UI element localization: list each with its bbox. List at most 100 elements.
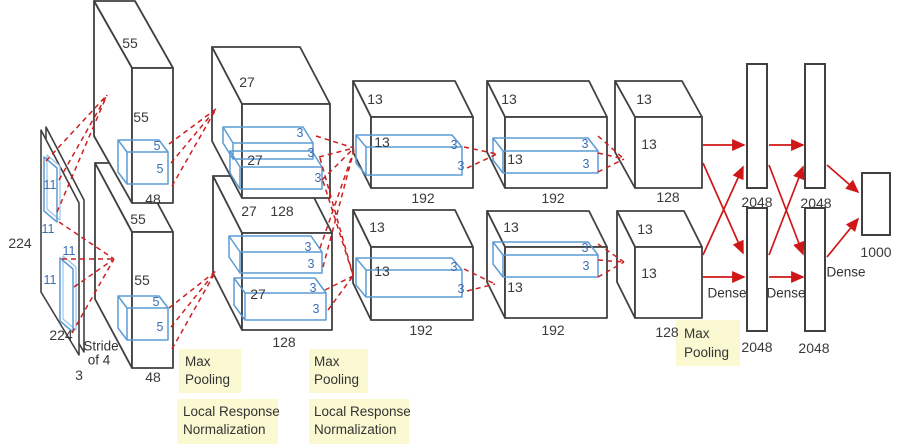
conv1-top-front-label: 55: [133, 109, 149, 125]
conv4-bottom-kernel-label-2: 3: [583, 259, 590, 273]
conv3-top-depth-label: 192: [411, 190, 435, 206]
conv4-top-kernel-box: [492, 137, 599, 174]
stride-label-line2: of 4: [88, 353, 111, 368]
conv5-bottom-front-face: [634, 246, 703, 319]
conv1-top-kernel-label-1: 5: [154, 139, 161, 153]
conv3-top-kernel-box: [355, 134, 463, 176]
conv3-bottom-depth-label: 192: [409, 322, 433, 338]
input-depth-label: 3: [75, 367, 83, 383]
fc7-bottom-label: 2048: [798, 340, 829, 356]
conv2-bottom-kernel-box-2: [233, 277, 327, 321]
max-pooling-2-line2: Pooling: [314, 372, 359, 387]
kernel-patch-bottom-echo: [62, 255, 77, 331]
max-pooling-highlight-1: [179, 349, 241, 393]
conv1-bottom-kernel-label-1: 5: [153, 295, 160, 309]
max-pooling-1-line1: Max: [185, 354, 211, 369]
conv1-top-depth-label: 48: [145, 191, 161, 207]
conv2-bottom-kernel-label-3: 3: [310, 281, 317, 295]
conv3-bottom-kernel-box: [355, 257, 463, 298]
arrow-fc6bottom-fc7top: [768, 165, 805, 256]
conv1-bottom-depth-label: 48: [145, 369, 161, 385]
conv3-bottom-kernel-label-1: 3: [451, 260, 458, 274]
conv2-bottom-kernel-box-1: [228, 235, 323, 274]
conv2-top-kernel-label-3: 3: [315, 171, 322, 185]
conv1-top-front-face: [131, 67, 174, 204]
conv4-bottom-depth-label: 192: [541, 322, 565, 338]
fc-arrows: [702, 139, 860, 283]
diagram-labels: 224 224 3 Stride of 4 11 11 11 11 55 55 …: [8, 35, 891, 437]
conv5-bottom-box: [616, 210, 703, 319]
conv1-top-box: [93, 0, 174, 204]
conv1-bottom-box: [94, 162, 174, 369]
conv1-top-kernel-label-2: 5: [157, 162, 164, 176]
conv3-top-kernel-label-2: 3: [458, 159, 465, 173]
conv1-top-top-label: 55: [122, 35, 138, 51]
input-kernel-label-2: 11: [42, 222, 55, 236]
conv2-to-conv3-connections: [315, 135, 355, 311]
kernel-patch-top: [43, 156, 58, 223]
max-pooling-3-line2: Pooling: [684, 345, 729, 360]
conv1-to-conv2-connections: [168, 108, 217, 350]
conv5-top-box: [614, 80, 703, 189]
arrow-fc7top-output: [826, 164, 860, 194]
output-label: 1000: [860, 244, 891, 260]
dense-label-3: Dense: [826, 265, 865, 280]
conv2-bottom-front-label: 27: [250, 286, 266, 302]
conv3-top-kernel-label-1: 3: [451, 138, 458, 152]
input-sheet-front: [40, 129, 80, 356]
lrn-1-line2: Normalization: [183, 422, 266, 437]
conv4-top-kernel-label-1: 3: [582, 137, 589, 151]
lrn-2-line1: Local Response: [314, 404, 411, 419]
lrn-2-line2: Normalization: [314, 422, 397, 437]
conv4-bottom-front-label: 13: [507, 279, 523, 295]
conv4-bottom-top-label: 13: [503, 219, 519, 235]
conv1-bottom-front-face: [131, 231, 174, 369]
lrn-highlight-1: [177, 399, 278, 444]
conv5-top-depth-label: 128: [656, 189, 680, 205]
conv2-top-kernel-label-1: 3: [297, 126, 304, 140]
conv4-top-kernel-label-2: 3: [583, 157, 590, 171]
fc6-top-label: 2048: [741, 194, 772, 210]
conv2-top-kernel-box-1: [222, 126, 314, 160]
conv2-bottom-kernel-label-2: 3: [308, 257, 315, 271]
conv4-bottom-kernel-label-1: 3: [582, 241, 589, 255]
input-kernel-label-3: 11: [63, 244, 76, 258]
input-height-label: 224: [8, 235, 32, 251]
kernel-boxes: [117, 126, 599, 341]
conv2-bottom-depth-label: 128: [272, 334, 296, 350]
lrn-1-line1: Local Response: [183, 404, 280, 419]
conv5-bottom-top-label: 13: [637, 221, 653, 237]
conv4-top-depth-label: 192: [541, 190, 565, 206]
stride-label-line1: Stride: [83, 339, 118, 354]
arrow-conv5bottom-fc6top: [702, 165, 744, 256]
input-to-conv1-connections: [45, 94, 115, 334]
input-kernel-label-1: 11: [44, 178, 57, 192]
lrn-highlight-2: [309, 399, 409, 444]
max-pooling-highlight-3: [676, 320, 740, 366]
conv2-top-box: [211, 46, 331, 199]
conv3-bottom-front-face: [370, 246, 474, 321]
conv2-bottom-front-face: [241, 232, 333, 331]
conv5-bottom-front-label: 13: [641, 265, 657, 281]
kernel-patch-top-echo: [46, 154, 61, 221]
dense-label-1: Dense: [707, 286, 746, 301]
conv1-bottom-kernel-label-2: 5: [157, 320, 164, 334]
conv4-bottom-front-face: [504, 246, 608, 319]
fc6-top-column: [746, 63, 768, 189]
arrow-fc7bottom-output: [826, 217, 860, 258]
conv1-bottom-kernel-box: [117, 295, 169, 341]
max-pooling-1-line2: Pooling: [185, 372, 230, 387]
conv4-to-conv5-connections: [597, 135, 625, 278]
conv3-top-front-label: 13: [374, 134, 390, 150]
max-pooling-highlight-2: [309, 349, 368, 393]
conv3-bottom-kernel-label-2: 3: [458, 282, 465, 296]
conv5-top-front-label: 13: [641, 136, 657, 152]
fc6-bottom-column: [746, 207, 768, 332]
input-width-label: 224: [49, 327, 73, 343]
input-image-sheet: [40, 126, 85, 356]
conv5-bottom-depth-label: 128: [655, 324, 679, 340]
conv3-top-front-face: [370, 116, 474, 189]
conv4-top-front-label: 13: [507, 151, 523, 167]
